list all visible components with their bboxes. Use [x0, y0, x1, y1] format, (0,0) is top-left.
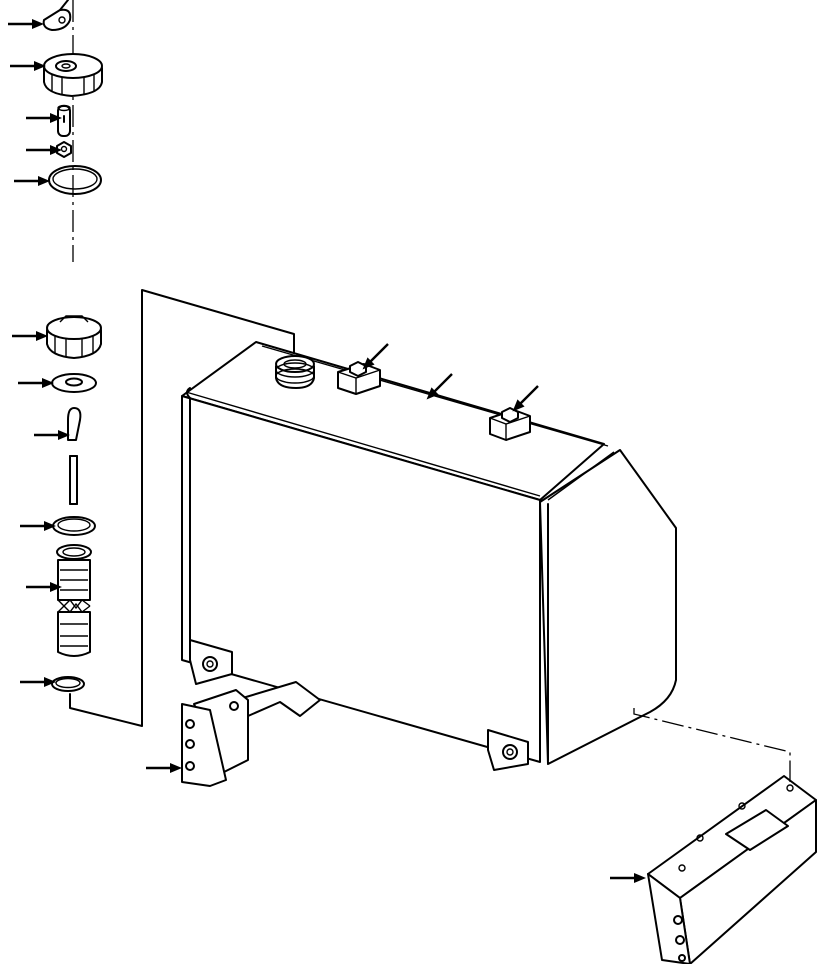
lower-ring-part [51, 676, 85, 692]
strainer-part [56, 544, 92, 657]
tank-mount-tab-right [487, 729, 529, 771]
tank-boss-right [489, 407, 531, 441]
snap-ring-part [48, 165, 102, 195]
callout-arrow-filler-cap [10, 329, 50, 343]
washer-part [51, 373, 97, 393]
bracket-center-line [633, 708, 791, 782]
callout-arrow-retaining-ring [18, 519, 58, 533]
filler-cap-part [46, 315, 102, 359]
callout-arrow-washer [16, 376, 56, 390]
dipstick-part [67, 407, 82, 505]
callout-arrow-right-bracket [608, 871, 648, 885]
retaining-ring-part [52, 516, 96, 536]
callout-arrow-left-bracket [144, 761, 184, 775]
tank-mount-tab-left [189, 639, 233, 685]
callout-arrow-boss-right [507, 381, 543, 417]
tag-part [42, 0, 72, 31]
callout-arrow-lower-ring [18, 675, 58, 689]
right-mounting-bracket [647, 775, 817, 964]
pin-part [57, 104, 71, 137]
breather-assembly [42, 0, 103, 262]
nut-part [56, 141, 72, 158]
assembly-leader-line [69, 289, 295, 727]
callout-arrow-dipstick [32, 428, 72, 442]
breather-cap-part [43, 53, 103, 97]
tank-front-face [181, 395, 541, 763]
callout-arrow-breather-cap [8, 59, 48, 73]
callout-arrow-pin [24, 111, 64, 125]
tank-boss-left [337, 361, 381, 395]
callout-arrow-snap-ring [12, 174, 52, 188]
left-mounting-bracket [181, 681, 321, 787]
tank-rear-panel [539, 449, 677, 765]
tank-fill-neck [275, 355, 315, 389]
hydraulic-tank [181, 341, 677, 771]
callout-arrow-strainer [24, 580, 64, 594]
callout-arrow-tag [6, 17, 46, 31]
filler-assembly [46, 289, 295, 727]
